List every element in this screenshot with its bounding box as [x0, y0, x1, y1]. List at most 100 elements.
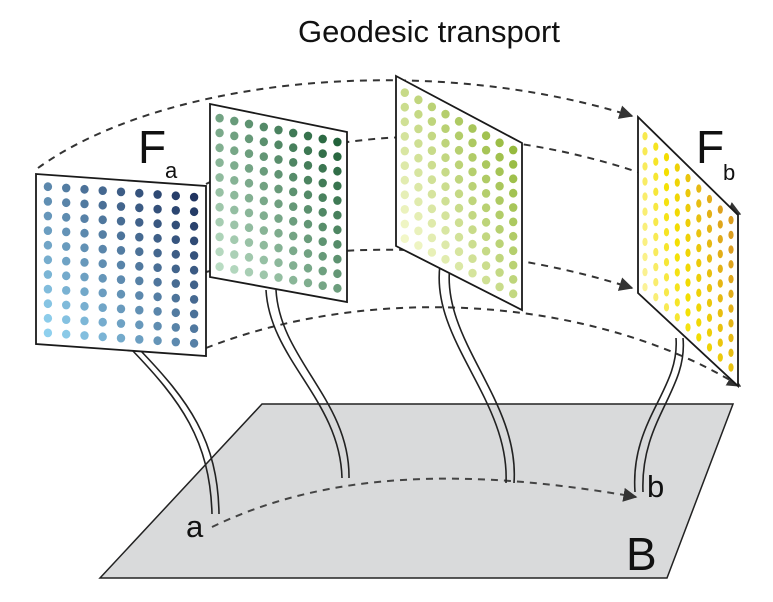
fiber-dot — [642, 267, 648, 277]
fiber-dot — [663, 183, 670, 192]
fiber-b-subscript: b — [723, 160, 735, 185]
fiber-dot — [289, 128, 298, 138]
fiber-dot — [481, 217, 491, 227]
fiber-dot — [303, 175, 313, 185]
fiber-dot — [414, 153, 423, 163]
fiber-dot — [43, 211, 53, 221]
fiber-dot — [706, 283, 713, 293]
fiber-dot — [468, 124, 477, 133]
fiber-dot — [728, 274, 734, 284]
fiber-dot — [153, 190, 162, 199]
fiber-dot — [509, 275, 518, 284]
fiber-dot — [98, 288, 107, 298]
fiber-dot — [696, 243, 702, 253]
fiber-dot — [481, 145, 491, 155]
fiber-dot — [116, 289, 126, 299]
fiber-dot — [454, 261, 464, 271]
fiber-dot — [642, 252, 648, 262]
fiber-dot — [259, 122, 268, 132]
fiber-dot — [454, 218, 464, 228]
fiber-dot — [414, 211, 423, 221]
fiber-dot — [318, 193, 327, 203]
fiber-a-subscript: a — [165, 158, 178, 183]
fiber-dot — [318, 251, 327, 261]
fiber-dot — [43, 299, 53, 309]
fiber-dot — [495, 196, 504, 205]
fiber-dot — [215, 128, 224, 138]
fiber-dot — [80, 331, 89, 340]
fiber-dot — [427, 248, 437, 257]
fiber-dot — [427, 218, 437, 228]
fiber-dot — [696, 184, 702, 193]
fiber-dot — [259, 270, 268, 280]
fiber-dot — [728, 260, 734, 269]
fiber-dot — [427, 146, 437, 156]
fiber-dot — [481, 174, 491, 184]
fiber-dot — [333, 152, 342, 162]
fiber-dot — [663, 153, 670, 162]
fiber-dot — [674, 313, 680, 322]
fiber-dot — [454, 247, 464, 257]
fiber-dot — [441, 124, 450, 133]
fiber-dot — [333, 254, 342, 264]
fiber-dot — [674, 298, 680, 307]
stem-a — [131, 349, 220, 515]
fiber-dot — [116, 246, 126, 255]
fiber-dot — [289, 275, 298, 285]
fiber-dot — [441, 182, 450, 192]
base-geodesic-path — [211, 477, 638, 528]
fiber-dot — [441, 109, 450, 119]
fiber-dot — [414, 168, 423, 178]
fiber-dot — [116, 275, 126, 284]
fiber-dot — [98, 230, 107, 239]
fiber-dot — [468, 210, 477, 220]
fiber-dot — [259, 196, 268, 206]
fiber-dot — [244, 164, 254, 173]
fiber-dot — [303, 249, 313, 258]
fiber-dot — [189, 221, 199, 231]
fiber-dot — [509, 217, 518, 227]
fiber-dot — [289, 158, 298, 167]
point-a-label: a — [186, 509, 204, 544]
fiber-dot — [509, 160, 518, 169]
fiber-dot — [230, 190, 239, 200]
fiber-dot — [454, 131, 464, 141]
fiber-dot — [696, 303, 702, 312]
fiber-dot — [259, 255, 268, 265]
fiber-dot — [135, 291, 144, 300]
fiber-dot — [706, 254, 713, 263]
fiber-dot — [215, 232, 224, 242]
fiber-dot — [303, 205, 313, 214]
fiber-dot — [98, 200, 107, 210]
fiber-dot — [728, 289, 734, 298]
fiber-dot — [171, 308, 180, 318]
fiber-dot — [135, 335, 144, 344]
fiber-dot — [728, 245, 734, 254]
fiber-dot — [468, 254, 477, 263]
fiber-dot — [153, 277, 162, 287]
fiber-dot — [717, 220, 723, 229]
fiber-dot — [189, 295, 199, 304]
fiber-dot — [98, 215, 107, 225]
fiber-dot — [333, 269, 342, 279]
fiber-dot — [80, 243, 89, 253]
fiber-dot — [414, 139, 423, 148]
fiber-dot — [171, 323, 180, 332]
fiber-dot — [135, 320, 144, 330]
fiber-dot — [717, 205, 723, 214]
fiber-dot — [663, 213, 670, 222]
fiber-dot — [43, 240, 53, 250]
fiber-dot — [441, 153, 450, 163]
fiber-dot — [274, 155, 283, 164]
fiber-dot — [303, 219, 313, 229]
fiber-dot — [116, 304, 126, 314]
fiber-dot — [414, 95, 423, 105]
fiber-dot — [728, 348, 734, 357]
fiber-dot — [674, 238, 680, 247]
fiber-dot — [717, 353, 723, 362]
fiber-dot — [454, 189, 464, 199]
fiber-dot — [318, 163, 327, 173]
fiber-dot — [427, 204, 437, 214]
fiber-dot — [495, 181, 504, 191]
fiber-dot — [495, 268, 504, 277]
